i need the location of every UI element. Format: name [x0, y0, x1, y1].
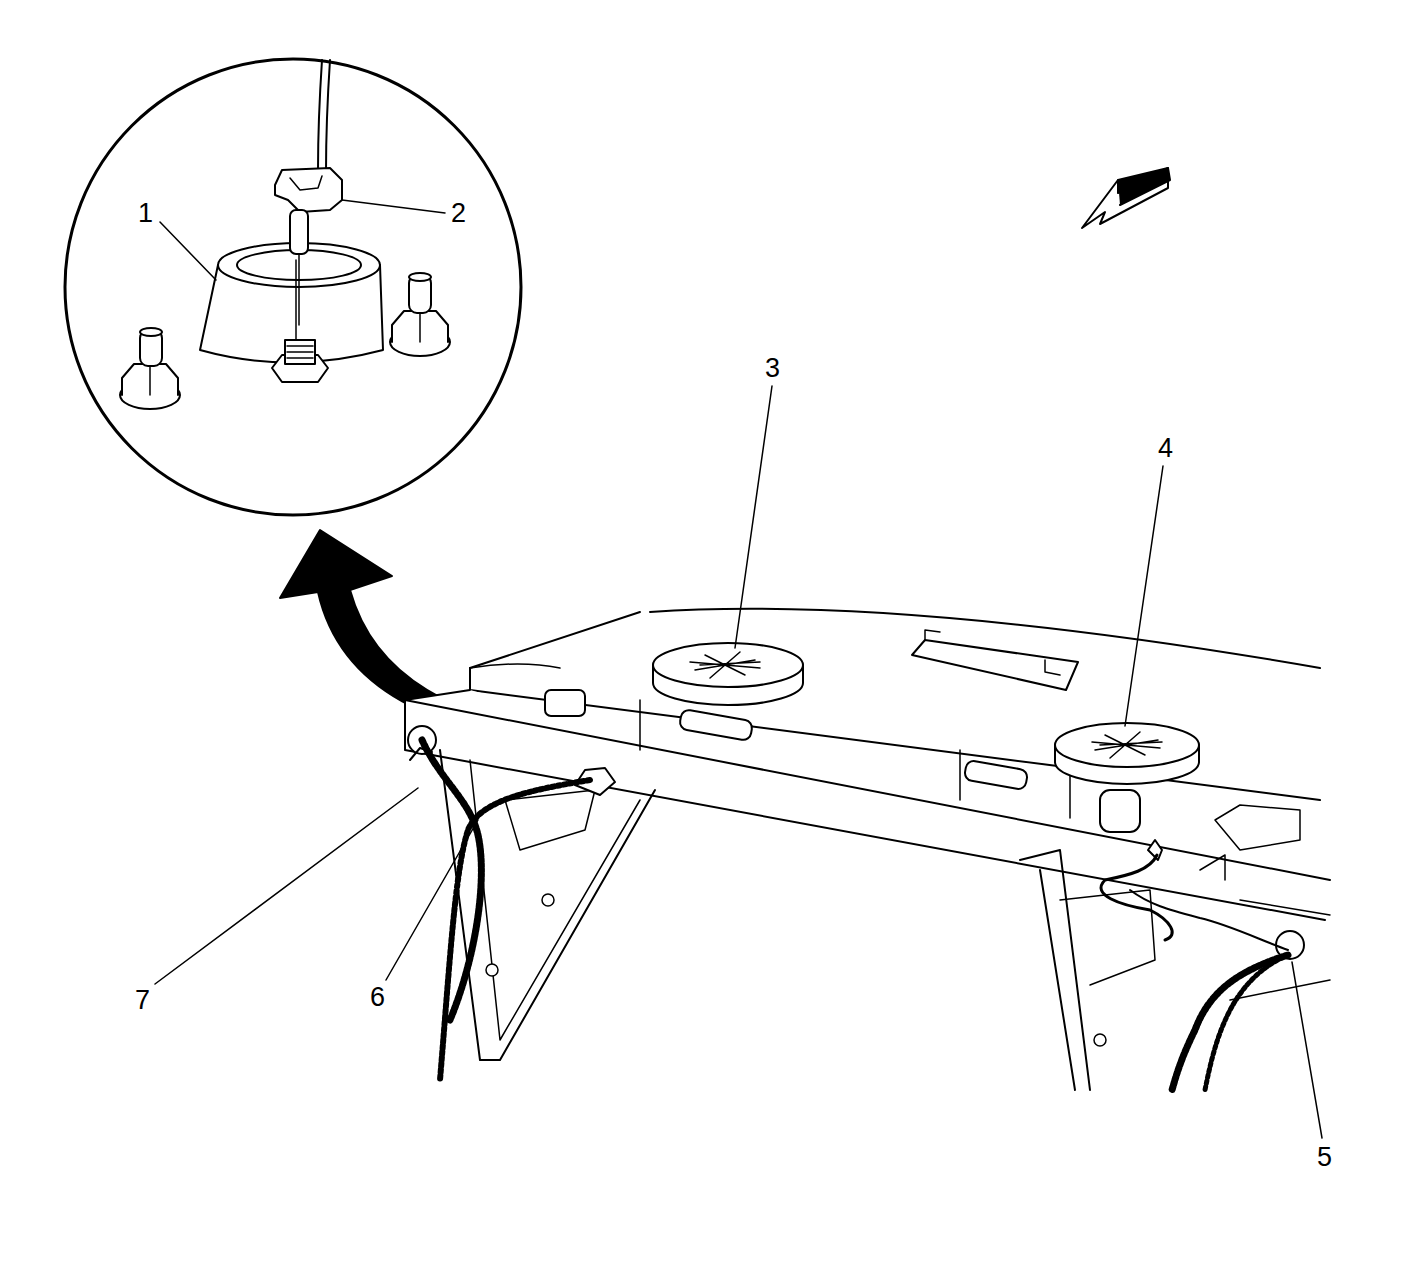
callout-number: 4	[1158, 435, 1173, 462]
package-shelf	[405, 609, 1330, 1090]
mounting-nut	[390, 273, 450, 356]
callout-number: 2	[451, 200, 466, 227]
callout-number: 3	[765, 355, 780, 382]
wiring-harness	[1101, 855, 1288, 1090]
callout-number: 6	[370, 984, 385, 1011]
callout-number: 7	[135, 987, 150, 1014]
sensor-connector	[275, 60, 342, 325]
leader-line	[155, 200, 1322, 1138]
detail-circle	[65, 59, 521, 515]
callout-number: 1	[138, 200, 153, 227]
callout-number: 5	[1317, 1144, 1332, 1171]
speaker-grille	[653, 643, 803, 705]
mounting-nut	[120, 328, 180, 409]
speaker-grille	[1055, 723, 1199, 784]
wiring-harness	[410, 740, 590, 1080]
sensor-mount	[200, 243, 383, 382]
